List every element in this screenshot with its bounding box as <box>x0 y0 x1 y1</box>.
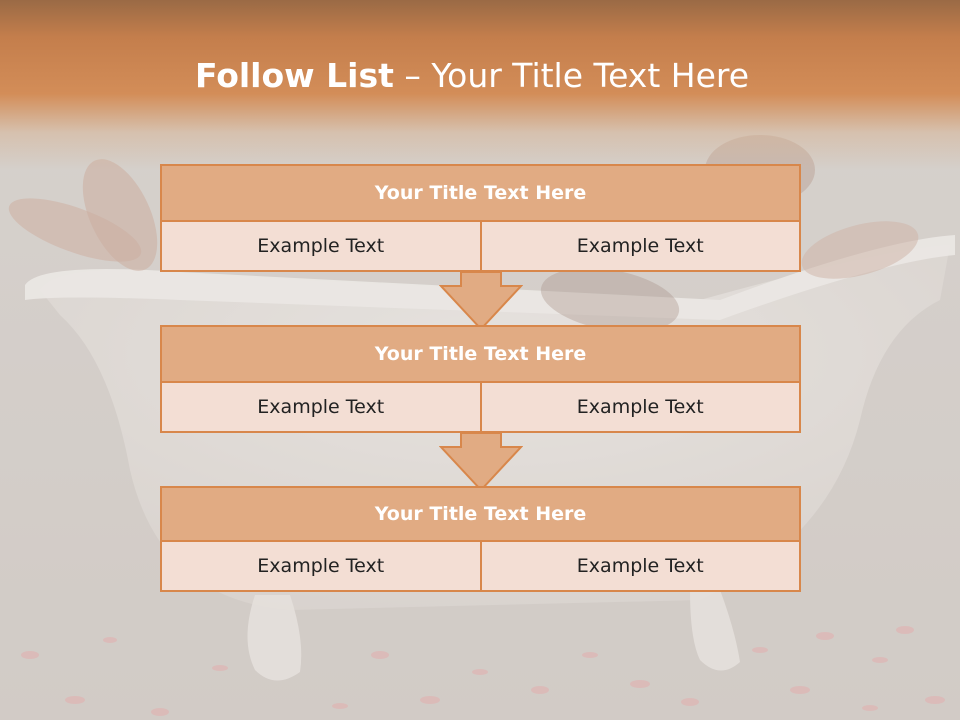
slide-title-bold: Follow List <box>194 56 394 95</box>
header-band <box>0 0 960 170</box>
step-2-cell-right: Example Text <box>480 383 801 433</box>
step-title-3: Your Title Text Here <box>160 486 801 542</box>
step-panel-1: Your Title Text Here Example Text Exampl… <box>160 164 801 272</box>
slide-title: Follow List – Your Title Text Here <box>0 52 944 100</box>
step-row-1: Example Text Example Text <box>160 222 801 272</box>
step-2-cell-left: Example Text <box>160 383 481 433</box>
step-row-3: Example Text Example Text <box>160 542 801 592</box>
step-3-cell-right: Example Text <box>480 542 801 592</box>
step-title-2: Your Title Text Here <box>160 325 801 383</box>
step-1-cell-left: Example Text <box>160 222 481 272</box>
step-title-1: Your Title Text Here <box>160 164 801 222</box>
step-panel-3: Your Title Text Here Example Text Exampl… <box>160 486 801 592</box>
down-arrow-icon <box>439 432 523 492</box>
step-row-2: Example Text Example Text <box>160 383 801 433</box>
step-1-cell-right: Example Text <box>480 222 801 272</box>
step-3-cell-left: Example Text <box>160 542 481 592</box>
down-arrow-icon <box>439 271 523 331</box>
step-panel-2: Your Title Text Here Example Text Exampl… <box>160 325 801 433</box>
slide-title-rest: – Your Title Text Here <box>393 56 750 95</box>
